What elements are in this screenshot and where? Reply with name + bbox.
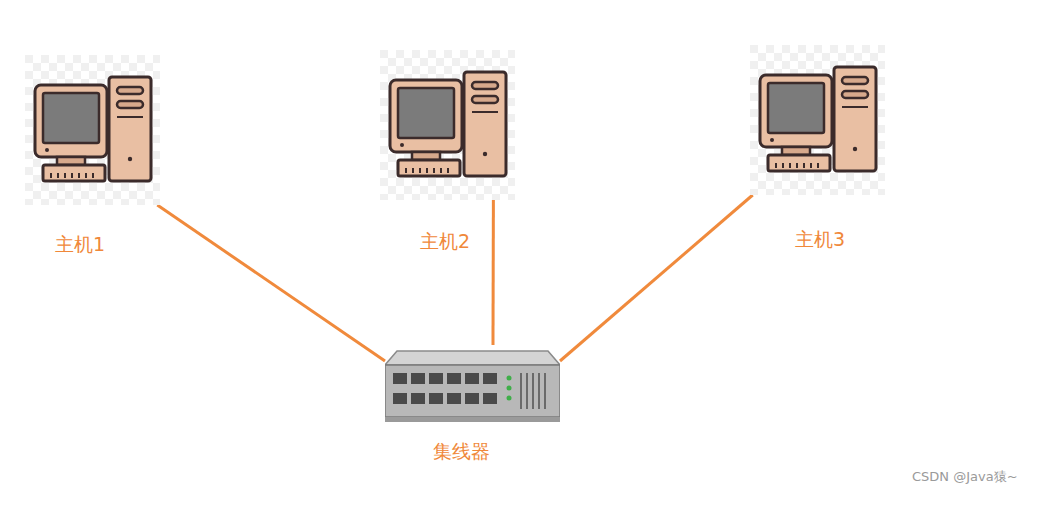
node-label: 主机3 [795,228,845,251]
host-computer: 主机2 [380,50,515,200]
network-cable [491,200,494,345]
node-label: 集线器 [433,440,490,463]
icon-graphic [25,55,160,205]
host-computer: 主机3 [750,45,885,195]
computer-icon [380,50,515,200]
computer-icon [750,45,885,195]
network-cable [157,205,385,361]
icon-graphic [385,351,560,422]
node-label: 主机2 [420,230,470,253]
watermark: CSDN @Java猿~ [912,469,1018,485]
network-cable [560,195,753,361]
icon-graphic [750,45,885,195]
node-label: 主机1 [55,233,105,256]
hub-device: 集线器 [385,345,560,425]
computer-icon [25,55,160,205]
hub-icon [385,345,560,425]
icon-graphic [380,50,515,200]
host-computer: 主机1 [25,55,160,205]
